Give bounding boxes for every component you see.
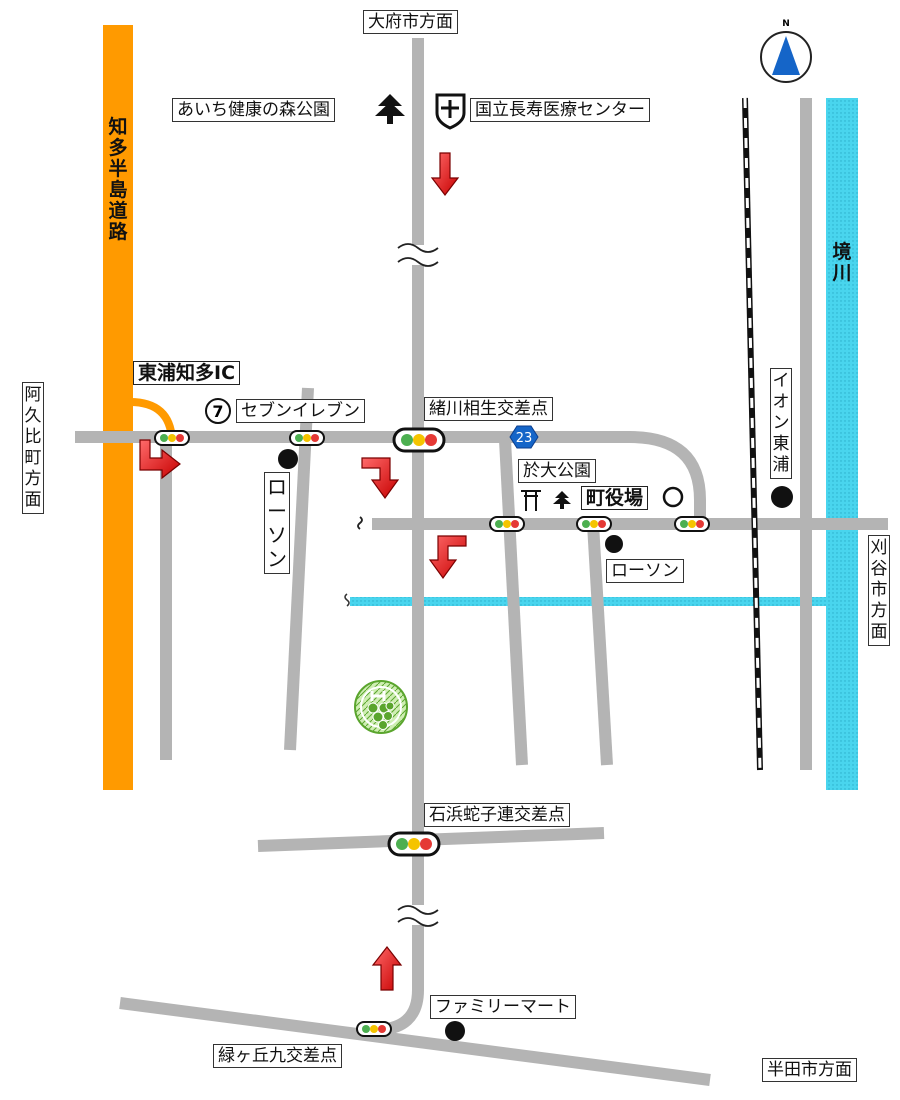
- label-park-forest: あいち健康の森公園: [172, 98, 335, 122]
- svg-text:N: N: [782, 19, 790, 29]
- hospital-shield-icon: [435, 93, 466, 130]
- park-tree-icon-2: [553, 491, 571, 509]
- label-aguhi-direction: 阿久比町方面: [22, 382, 44, 514]
- label-aeon: イオン東浦: [770, 368, 792, 479]
- shrine-torii-icon: [521, 490, 541, 511]
- railway: [742, 97, 763, 771]
- label-lawson-vertical: ローソン: [264, 472, 290, 574]
- road-break-marks: [357, 243, 439, 927]
- label-expressway: 知多半島道路: [108, 116, 128, 243]
- roads: [75, 38, 888, 1086]
- label-lawson: ローソン: [606, 559, 684, 583]
- arrow-up-bottom: [371, 946, 403, 991]
- route-arrows: [139, 152, 467, 991]
- familymart-marker: [445, 1021, 465, 1041]
- label-ogawa-intersection: 緒川相生交差点: [424, 397, 553, 421]
- label-odai-park: 於大公園: [518, 459, 596, 483]
- label-kariya-direction: 刈谷市方面: [868, 535, 890, 646]
- label-ic: 東浦知多IC: [133, 361, 241, 385]
- north-arrow-icon: N: [760, 19, 812, 83]
- label-family-mart: ファミリーマート: [430, 995, 576, 1019]
- label-obu-direction: 大府市方面: [363, 10, 458, 34]
- destination-logo-icon: [354, 680, 408, 734]
- label-handa-direction: 半田市方面: [762, 1058, 857, 1082]
- route-23-badge: 23: [509, 425, 539, 449]
- seven-eleven-icon: 7: [205, 398, 231, 424]
- arrow-down-top: [430, 152, 460, 196]
- lawson-marker: [278, 449, 298, 469]
- label-ishihama-intersection: 石浜蛇子連交差点: [424, 803, 570, 827]
- arrow-ic-right: [139, 439, 181, 480]
- expressway: [103, 25, 133, 790]
- sakai-river: [826, 98, 858, 790]
- aeon-marker: [771, 486, 793, 508]
- arrow-left-down: [428, 535, 467, 580]
- label-sakai-river: 境川: [832, 241, 852, 284]
- seven-mark: 7: [212, 402, 223, 421]
- label-seven-eleven: セブンイレブン: [236, 399, 365, 423]
- store-markers: [278, 449, 793, 1041]
- label-geriatrics-center: 国立長寿医療センター: [470, 98, 650, 122]
- park-tree-icon: [375, 94, 405, 124]
- town-hall-marker: [662, 486, 684, 508]
- traffic-signals: [154, 427, 710, 1037]
- route-number: 23: [516, 431, 533, 446]
- arrow-right-down: [361, 457, 400, 500]
- lawson-marker-2: [605, 535, 623, 553]
- label-midorigaoka-intersection: 緑ヶ丘九交差点: [213, 1044, 342, 1068]
- canal: [350, 597, 826, 606]
- label-town-hall: 町役場: [581, 486, 649, 510]
